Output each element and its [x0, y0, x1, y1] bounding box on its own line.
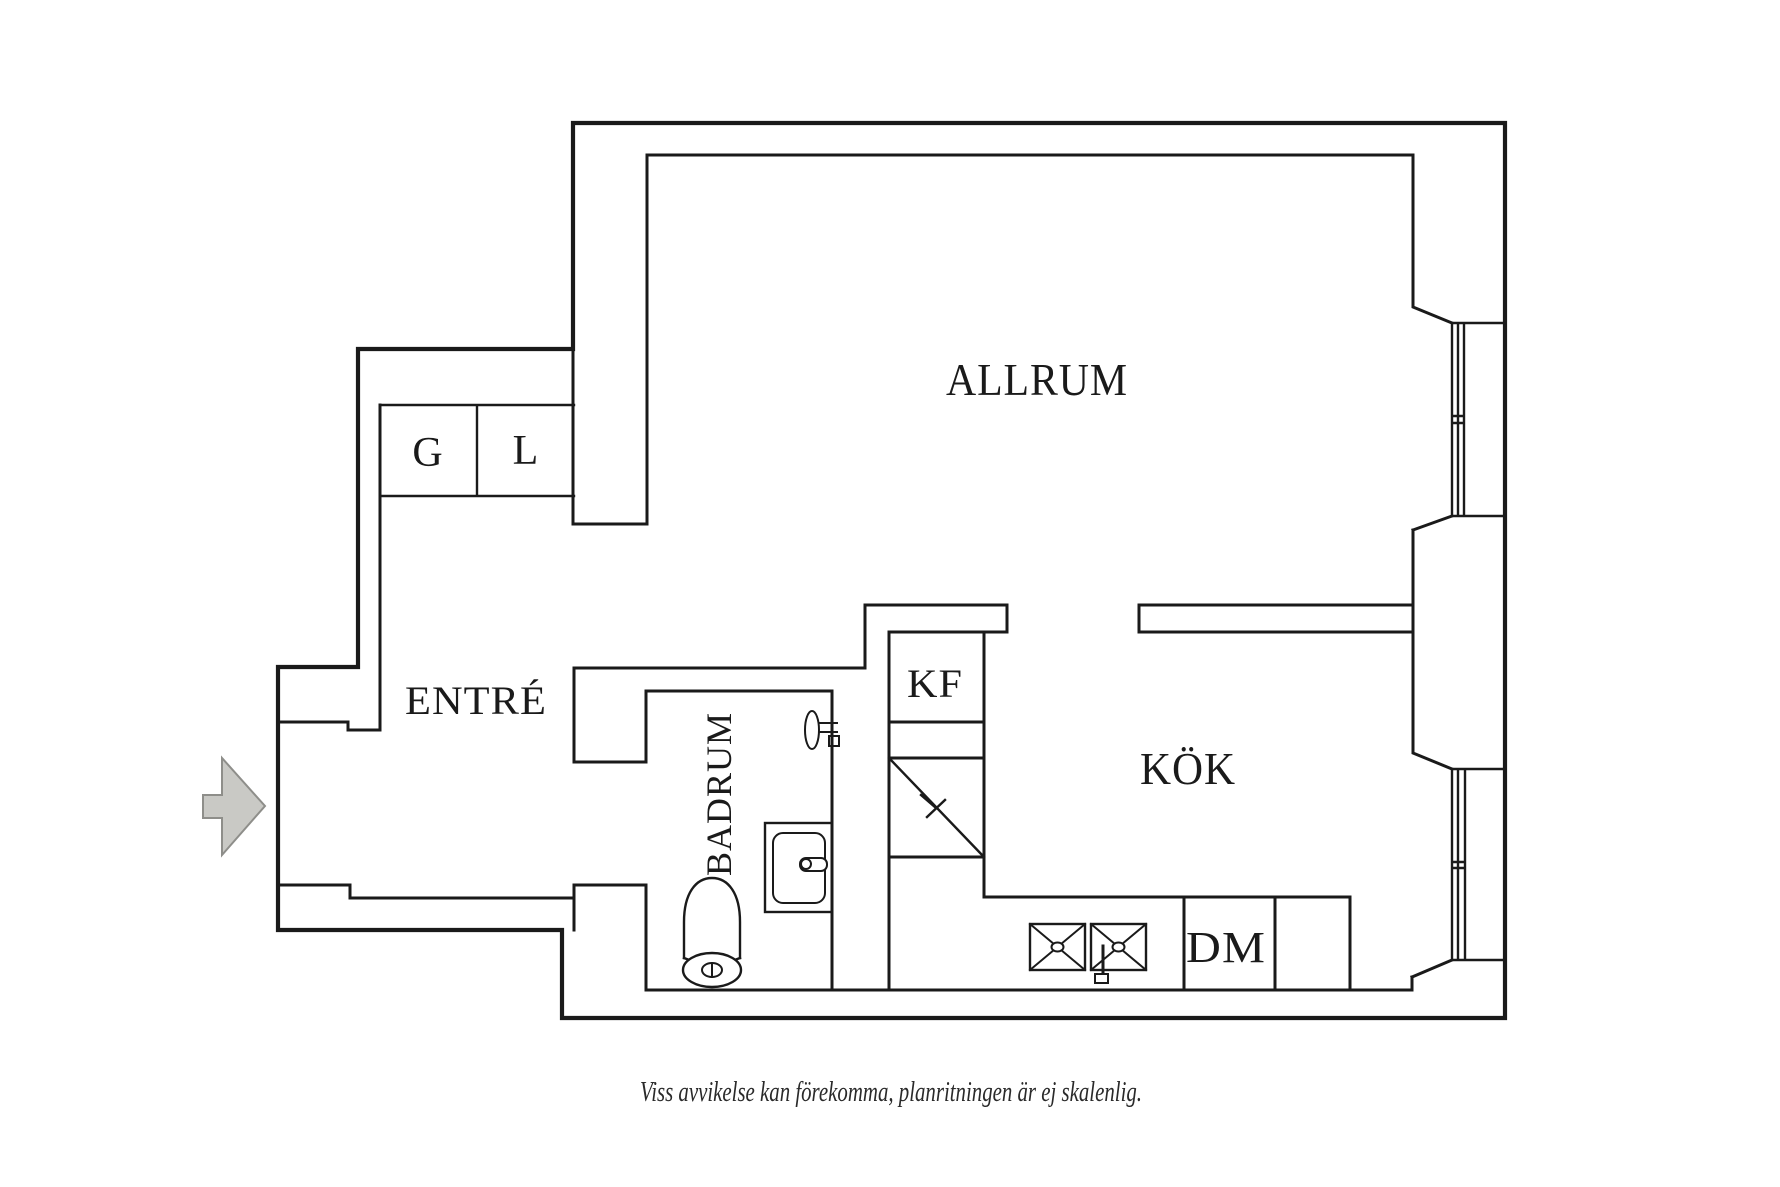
unit-label-kf: KF: [907, 661, 963, 706]
outer-wall: [275, 120, 1508, 1021]
allrum-west-wall: [571, 153, 1415, 526]
cabinet-diagonal: [887, 756, 986, 859]
sink-right-drain: [1111, 941, 1126, 953]
bathroom-door-handle: [804, 710, 840, 750]
room-labels: ALLRUM ENTRÉ KÖK BADRUM KF DM G L: [405, 354, 1266, 972]
walls: [275, 120, 1508, 1021]
kitchen-north-wall: [863, 603, 1415, 670]
door-handle-lines: [818, 722, 838, 733]
window-lower: [1450, 767, 1507, 962]
door-handle-plate: [828, 735, 840, 747]
washbasin: [763, 821, 834, 914]
entrance-arrow-icon: [202, 755, 267, 858]
toilet-bowl: [682, 876, 742, 960]
unit-label-g: G: [412, 430, 443, 476]
room-label-kok: KÖK: [1140, 743, 1236, 794]
room-label-entre: ENTRÉ: [405, 678, 547, 723]
closet-gl-outline: [378, 403, 576, 498]
room-label-badrum: BADRUM: [699, 712, 739, 876]
washbasin-faucet-knob: [800, 858, 812, 870]
toilet: [681, 876, 743, 989]
window-upper: [1450, 321, 1507, 518]
washbasin-unit: [763, 821, 834, 914]
hall-inner-wall: [276, 403, 382, 732]
room-label-allrum: ALLRUM: [946, 354, 1128, 405]
east-inner-wall: [1410, 153, 1454, 992]
sink-left: [1028, 922, 1087, 972]
door-handle-ellipse: [804, 710, 820, 750]
entre-south-wall: [278, 883, 576, 932]
unit-label-dm: DM: [1186, 923, 1266, 972]
kitchen-sinks: [1028, 922, 1148, 984]
window-lower-glass: [1450, 767, 1507, 962]
unit-label-l: L: [513, 428, 540, 474]
sink-left-drain: [1050, 941, 1065, 953]
kf-column-and-counter: [887, 630, 1352, 992]
counter-outline: [887, 630, 1352, 992]
sink-faucet-base: [1094, 973, 1109, 984]
closet-gl: [378, 403, 576, 498]
disclaimer-caption: Viss avvikelse kan förekomma, planritnin…: [640, 1076, 1142, 1108]
window-upper-glass: [1450, 321, 1507, 518]
sink-right: [1089, 922, 1148, 972]
